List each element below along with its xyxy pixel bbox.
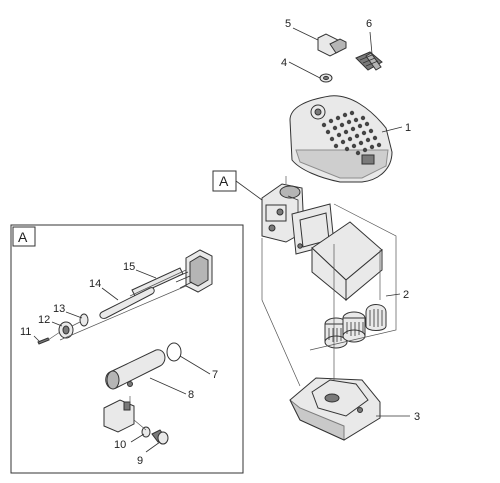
part-3-base [289,377,381,441]
detail-tag-inset-label: A [18,229,28,245]
part-1-housing-cover [289,95,393,183]
callout-12: 12 [38,314,50,326]
part-12-nut [58,321,74,339]
assembly-guides-inset [47,269,187,431]
callout-numbers: 1 2 3 4 5 6 7 8 9 10 11 12 13 14 15 [20,18,420,467]
callout-1: 1 [405,122,411,134]
callout-10: 10 [114,439,126,451]
callout-4: 4 [281,57,287,69]
detail-tag-main: A [212,170,263,201]
pump-motor-head [175,249,213,293]
callout-5: 5 [285,18,291,30]
part-8-rotor-housing [105,349,166,390]
detail-inset-box: A [10,224,244,474]
assembly-guides-main [261,176,397,387]
callout-9: 9 [137,455,143,467]
callout-11: 11 [20,326,31,338]
callout-leaders [33,27,410,453]
callout-2: 2 [403,289,409,301]
part-10-washer [141,426,151,438]
part-7-gasket [166,342,182,362]
callout-14: 14 [89,278,101,290]
part-11-screw [37,337,50,345]
callout-15: 15 [123,261,135,273]
callout-13: 13 [53,303,65,315]
part-9-connector [151,429,169,445]
callout-6: 6 [366,18,372,30]
callout-7: 7 [212,369,218,381]
part-2-filter-sponge [311,221,383,302]
detail-tag-main-label: A [219,173,229,189]
part-13-o-ring [79,313,89,327]
part-4-washer [319,73,333,83]
callout-3: 3 [414,411,420,423]
callout-8: 8 [188,389,194,401]
part-5-elbow-fitting [317,33,347,57]
part-14-tube [99,287,155,319]
inlet-block [103,399,135,433]
cover-grille [321,110,382,156]
part-6-hose-nozzle [355,51,383,71]
